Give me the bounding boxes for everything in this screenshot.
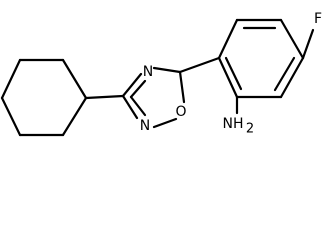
bond-ar6-inner	[224, 56, 243, 91]
bond-n4-c5	[152, 66, 182, 74]
benzene-ring	[217, 18, 305, 99]
bond-o1-n2	[152, 117, 178, 129]
fluorine-label: F	[314, 11, 322, 27]
bond-cyclohexyl-oxadiazole	[84, 94, 125, 100]
amino-group-label: NH 2	[223, 116, 255, 137]
bond-ar1	[217, 18, 239, 60]
nitrogen-n2-label: N	[140, 118, 150, 134]
amino-nh-label: NH	[223, 116, 244, 132]
nitrogen-n4-label: N	[143, 64, 153, 80]
bond-ar4-inner	[273, 56, 296, 92]
bond-n2-c3-double	[129, 95, 147, 117]
bond-cy5	[0, 58, 22, 100]
bond-oxadiazole-benzene	[178, 56, 221, 74]
oxadiazole-ring	[121, 66, 186, 129]
bond-cy4	[0, 96, 22, 137]
molecule-structure-diagram: N N O F NH 2	[0, 11, 322, 137]
bond-c3-n4	[121, 72, 143, 98]
bond-ar6	[217, 56, 239, 99]
bond-aryl-fluorine	[301, 28, 315, 60]
bond-ar3	[279, 18, 305, 60]
bond-c3-n4-double	[129, 79, 147, 99]
bond-cy2	[61, 96, 88, 137]
cyclohexane-ring	[0, 58, 88, 137]
bond-cy1	[61, 58, 88, 100]
bond-c5-o1	[178, 70, 186, 104]
bond-n2-c3	[121, 94, 139, 120]
oxygen-o1-label: O	[175, 104, 186, 120]
bond-ar4	[279, 56, 305, 99]
amino-subscript-label: 2	[246, 122, 254, 137]
